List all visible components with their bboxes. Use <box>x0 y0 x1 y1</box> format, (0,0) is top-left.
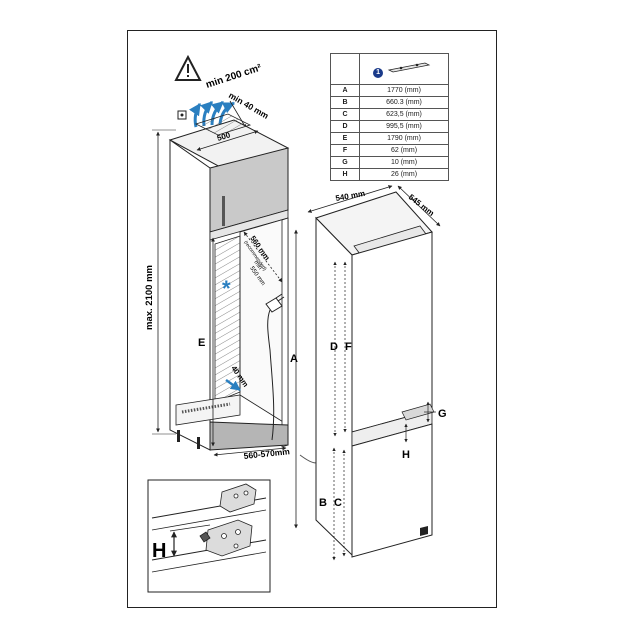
min-550-label: min <box>252 260 262 271</box>
width-500-label: 500 <box>216 130 232 143</box>
dimension-key: G <box>330 156 360 169</box>
cabinet-drawing: min 200 cm² min 40 mm 500 <box>144 54 327 464</box>
table-header-row: 1 <box>330 53 449 85</box>
hinge-inset: H <box>147 479 271 593</box>
cabinet-handle <box>222 196 225 226</box>
dimension-key: E <box>330 132 360 145</box>
warning-icon <box>174 54 202 81</box>
dimension-key: A <box>330 84 360 97</box>
asterisk-icon: * <box>222 276 231 301</box>
d-label: D <box>330 341 338 353</box>
lower-hinge-icon <box>199 519 253 557</box>
dimension-value: 1790 (mm) <box>359 132 449 145</box>
dimension-value: 1770 (mm) <box>359 84 449 97</box>
a-label: A <box>290 353 298 365</box>
label-tag-icon <box>177 110 187 120</box>
h-label: H <box>402 449 410 461</box>
dimension-value: 660.3 (mm) <box>359 96 449 109</box>
dimension-key: D <box>330 120 360 133</box>
drawing-frame <box>127 30 497 608</box>
power-plug-icon <box>265 293 327 464</box>
dimension-value: 62 (mm) <box>359 144 449 157</box>
dimension-value: 623,5 (mm) <box>359 108 449 121</box>
dimension-value: 10 (mm) <box>359 156 449 169</box>
min-area-label: min 200 cm² <box>205 62 264 91</box>
max-height-label: max. 2100 mm <box>144 265 155 330</box>
c-label: C <box>334 497 342 509</box>
depth-range-label: 560-570mm <box>243 446 291 461</box>
dimension-key: F <box>330 144 360 157</box>
inset-h-label: H <box>152 540 166 562</box>
fridge-drawing: 540 mm 545 mm A D F G H B C <box>290 185 447 561</box>
hinge-bracket-icon <box>387 62 431 73</box>
dimension-key: C <box>330 108 360 121</box>
dimension-value: 995,5 (mm) <box>359 120 449 133</box>
f-label: F <box>345 341 352 353</box>
hinge-badge: 1 <box>373 68 384 78</box>
b-label: B <box>319 497 327 509</box>
dimension-value: 26 (mm) <box>359 168 449 181</box>
dimension-key: B <box>330 96 360 109</box>
g-label: G <box>438 408 447 420</box>
e-label: E <box>198 337 205 349</box>
dimension-key: H <box>330 168 360 181</box>
upper-hinge-icon <box>219 483 257 513</box>
width-540-label: 540 mm <box>335 189 366 203</box>
